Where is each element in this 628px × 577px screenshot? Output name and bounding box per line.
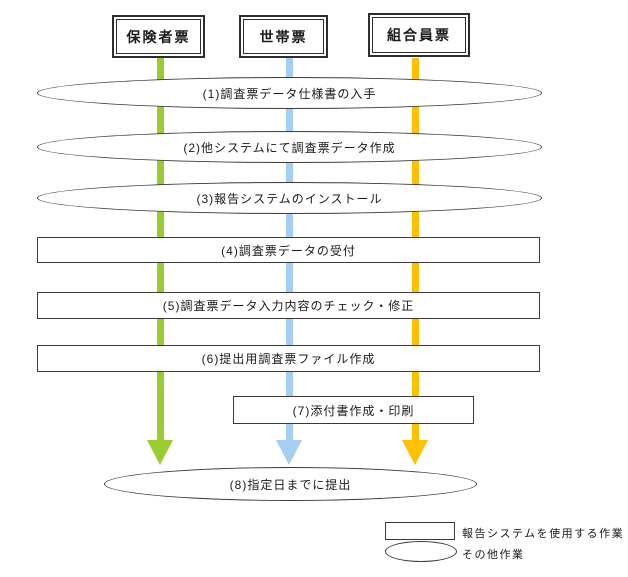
- legend-rect-symbol: [385, 522, 455, 540]
- ticket-box-hokensha: 保険者票: [112, 15, 205, 58]
- step-5-box: (5)調査票データ入力内容のチェック・修正: [37, 292, 540, 319]
- step-8-ellipse: (8)指定日までに提出: [104, 467, 477, 501]
- legend-ellipse-symbol: [385, 541, 457, 562]
- arrow-down-icon: [147, 440, 173, 465]
- step-1-ellipse: (1)調査票データ仕様書の入手: [37, 77, 542, 109]
- ticket-box-label: 世帯票: [243, 19, 324, 54]
- arrow-down-icon: [402, 440, 428, 465]
- arrow-down-icon: [276, 440, 302, 465]
- legend-ellipse-label: その他作業: [462, 549, 525, 561]
- ticket-box-setai: 世帯票: [239, 15, 328, 58]
- ticket-box-label: 保険者票: [116, 19, 201, 54]
- step-2-ellipse: (2)他システムにて調査票データ作成: [37, 131, 542, 163]
- step-3-ellipse: (3)報告システムのインストール: [37, 182, 542, 214]
- step-6-box: (6)提出用調査票ファイル作成: [37, 345, 540, 372]
- step-7-box: (7)添付書作成・印刷: [233, 396, 474, 424]
- legend-rect-label: 報告システムを使用する作業: [462, 528, 625, 540]
- step-4-box: (4)調査票データの受付: [37, 237, 540, 263]
- ticket-box-kumiaiin: 組合員票: [368, 13, 470, 57]
- ticket-box-label: 組合員票: [372, 17, 466, 53]
